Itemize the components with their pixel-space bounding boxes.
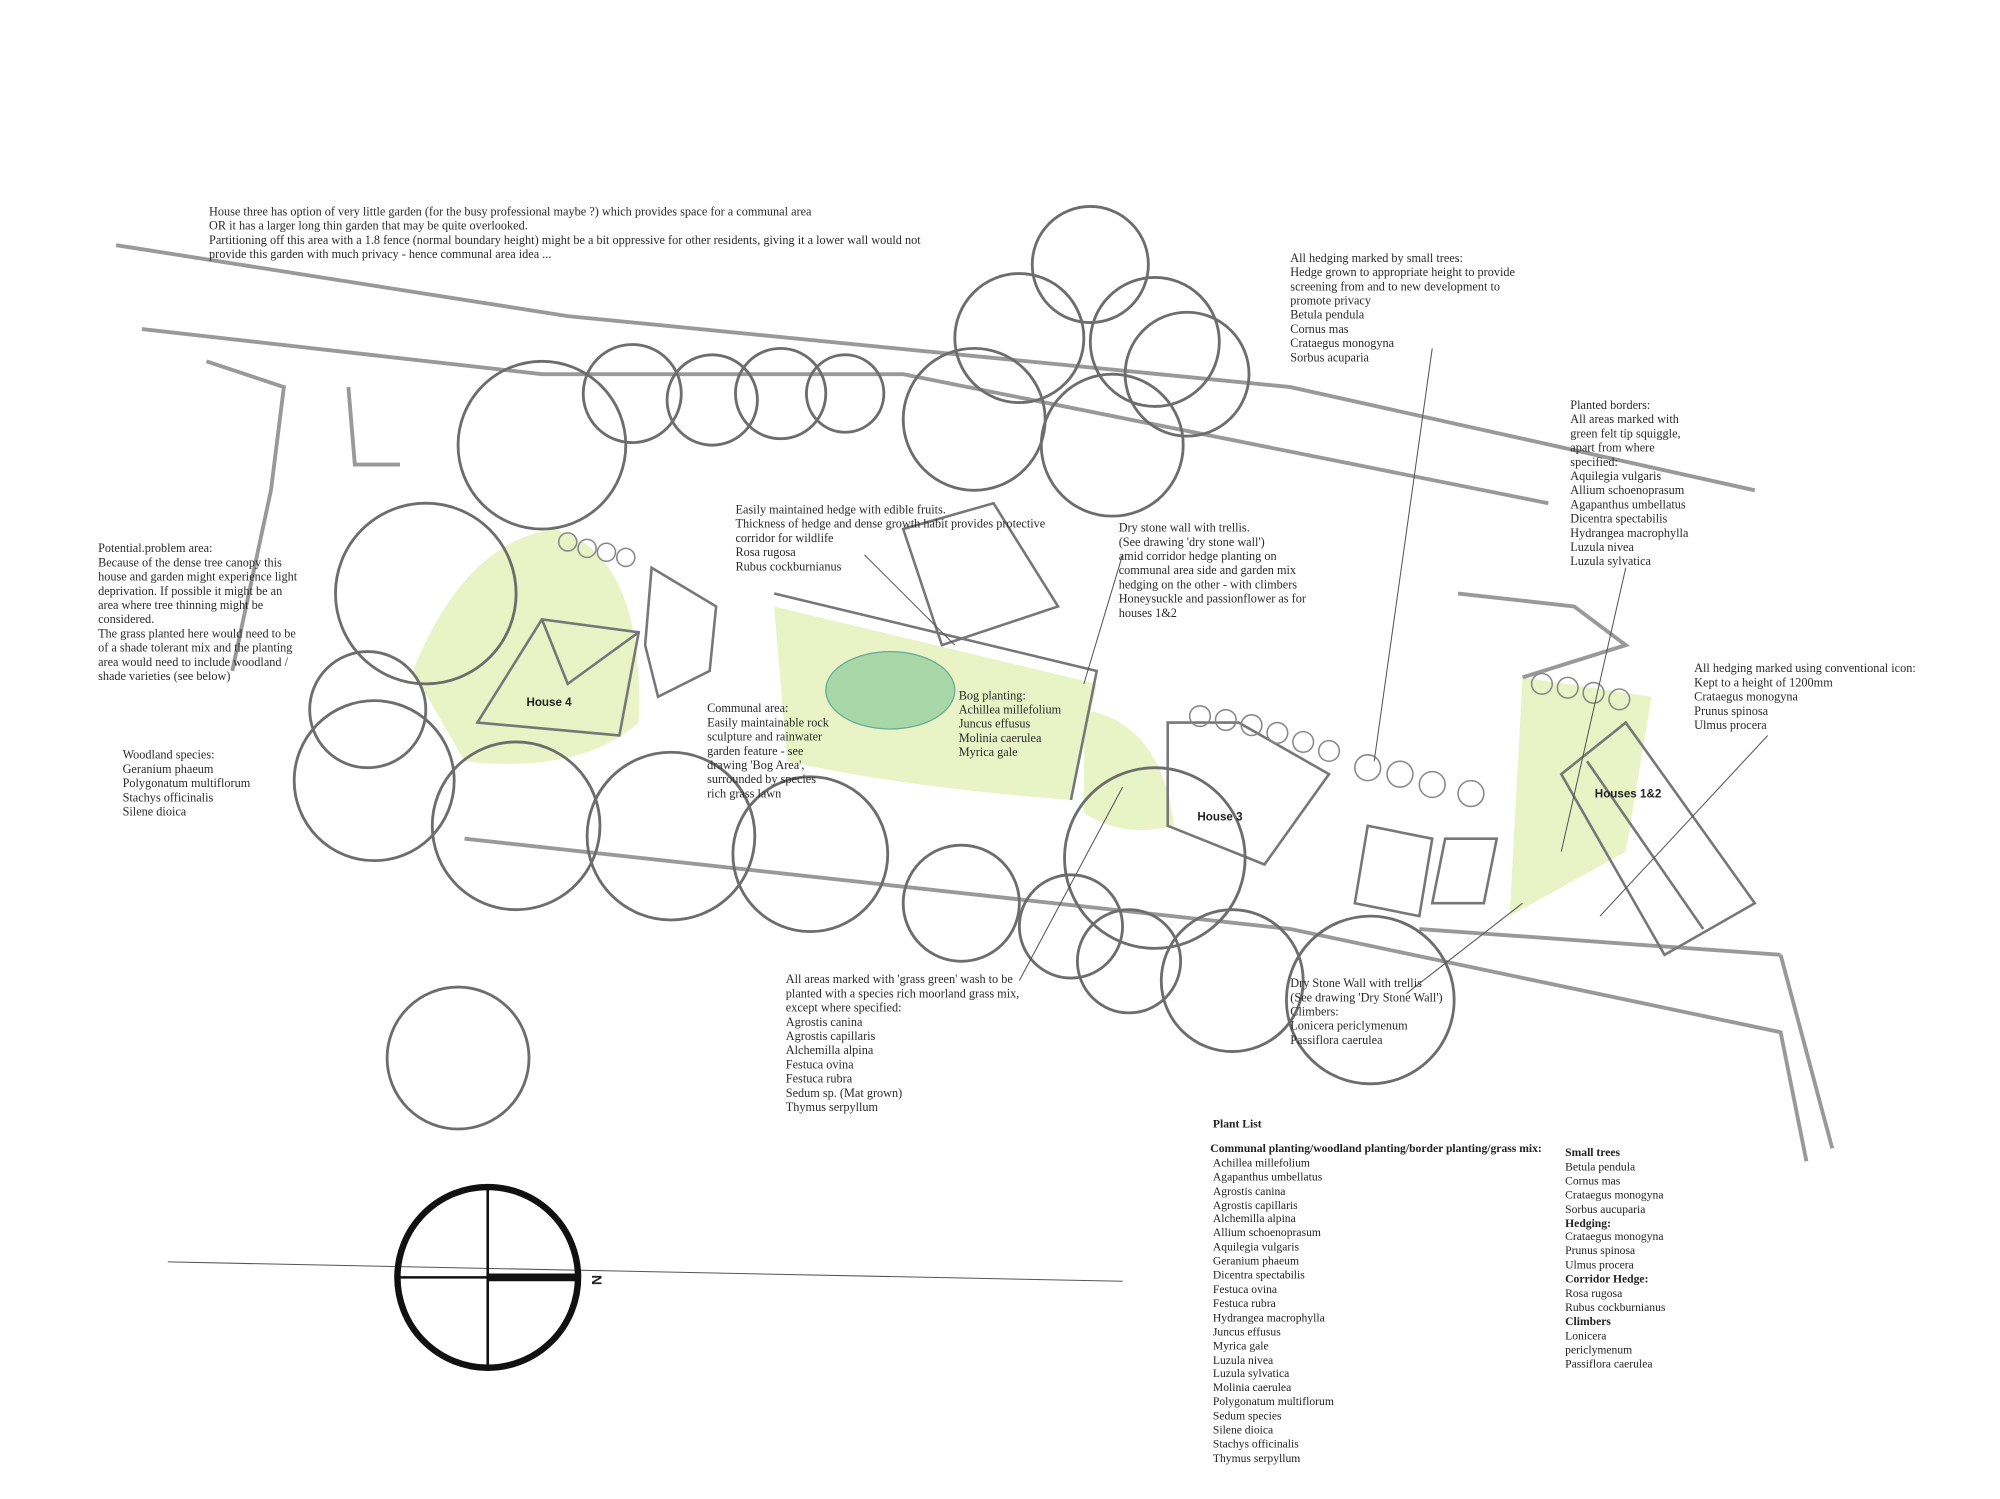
plant-item: Agrostis canina — [1212, 1184, 1286, 1197]
bog-area — [825, 650, 956, 730]
north-label: N — [588, 1274, 604, 1286]
boundaries — [115, 243, 1835, 1162]
plant-group-heading: Climbers — [1565, 1314, 1611, 1328]
plant-group-heading: Corridor Hedge: — [1565, 1272, 1649, 1286]
note-dry-stone-wall: Dry stone wall with trellis. (See drawin… — [1118, 522, 1306, 621]
plant-item: Festuca rubra — [1212, 1296, 1276, 1310]
trees — [292, 205, 1456, 1131]
plant-item: Betula pendula — [1565, 1159, 1636, 1173]
note-house-three: House three has option of very little ga… — [209, 206, 921, 262]
note-problem-area: Potential.problem area: Because of the d… — [98, 543, 298, 684]
note-small-trees: All hedging marked by small trees: Hedge… — [1290, 252, 1515, 366]
note-communal-area: Communal area: Easily maintainable rock … — [707, 703, 829, 802]
house-4-label: House 4 — [526, 695, 572, 709]
plant-item: Crataegus monogyna — [1565, 1188, 1664, 1201]
note-dry-stone-wall-2: Dry Stone Wall with trellis (See drawing… — [1290, 978, 1443, 1048]
plant-item: Lonicera — [1565, 1328, 1607, 1342]
leader-lines — [167, 348, 1769, 1282]
plant-item: Stachys officinalis — [1212, 1437, 1299, 1451]
plant-item: Molinia caerulea — [1212, 1381, 1292, 1394]
plant-item: Myrica gale — [1212, 1338, 1269, 1352]
plant-item: Ulmus procera — [1565, 1258, 1634, 1272]
plant-list-title: Plant List — [1212, 1117, 1262, 1131]
note-bog-planting: Bog planting: Achillea millefolium Juncu… — [958, 690, 1062, 760]
plant-item: Dicentra spectabilis — [1212, 1268, 1305, 1282]
north-arrow — [394, 1183, 582, 1371]
plant-item: Geranium phaeum — [1212, 1254, 1299, 1268]
plant-item: Polygonatum multiflorum — [1212, 1395, 1334, 1408]
note-woodland-species: Woodland species: Geranium phaeum Polygo… — [122, 749, 251, 820]
plant-item: Hydrangea macrophylla — [1212, 1310, 1325, 1324]
plant-item: Allium schoenoprasum — [1212, 1226, 1321, 1240]
plant-item: Sedum species — [1212, 1409, 1282, 1423]
note-conventional-hedging: All hedging marked using conventional ic… — [1694, 663, 1916, 733]
plant-item: Crataegus monogyna — [1565, 1230, 1664, 1244]
plant-list: Plant List Communal planting/woodland pl… — [1210, 1117, 1542, 1466]
houses-1-2-label: Houses 1&2 — [1594, 787, 1662, 800]
house-3-label: House 3 — [1197, 810, 1243, 824]
plant-item: Luzula sylvatica — [1212, 1366, 1290, 1380]
plant-item: Passiflora caerulea — [1565, 1356, 1653, 1370]
plant-item: Agapanthus umbellatus — [1212, 1169, 1323, 1183]
plant-item: Prunus spinosa — [1565, 1244, 1636, 1258]
plant-item: Luzula nivea — [1212, 1352, 1274, 1366]
note-edible-hedge: Easily maintained hedge with edible frui… — [735, 504, 1046, 575]
plant-item: Thymus serpyllum — [1212, 1451, 1301, 1465]
note-grass-wash: All areas marked with 'grass green' wash… — [785, 974, 1020, 1115]
hedge-icons — [557, 532, 1631, 808]
plant-item: Cornus mas — [1565, 1173, 1621, 1187]
plant-item: Alchemilla alpina — [1212, 1212, 1296, 1226]
plant-item: Agrostis capillaris — [1212, 1198, 1298, 1211]
communal-heading: Communal planting/woodland planting/bord… — [1210, 1141, 1542, 1155]
buildings — [475, 501, 1757, 957]
note-planted-borders: Planted borders: All areas marked with g… — [1570, 399, 1689, 570]
plant-item: Aquilegia vulgaris — [1212, 1240, 1300, 1254]
plant-item: Achillea millefolium — [1212, 1155, 1310, 1169]
plant-item: Silene dioica — [1212, 1423, 1274, 1437]
plant-group-heading: Small trees — [1565, 1145, 1621, 1159]
plant-item: Festuca ovina — [1212, 1282, 1278, 1296]
plant-item: Juncus effusus — [1212, 1324, 1281, 1338]
plant-item: Rubus cockburnianus — [1565, 1300, 1666, 1314]
plant-item: periclymenum — [1565, 1342, 1633, 1356]
plant-item: Sorbus aucuparia — [1565, 1202, 1646, 1215]
plant-group-heading: Hedging: — [1565, 1216, 1611, 1230]
plant-item: Rosa rugosa — [1565, 1286, 1623, 1300]
